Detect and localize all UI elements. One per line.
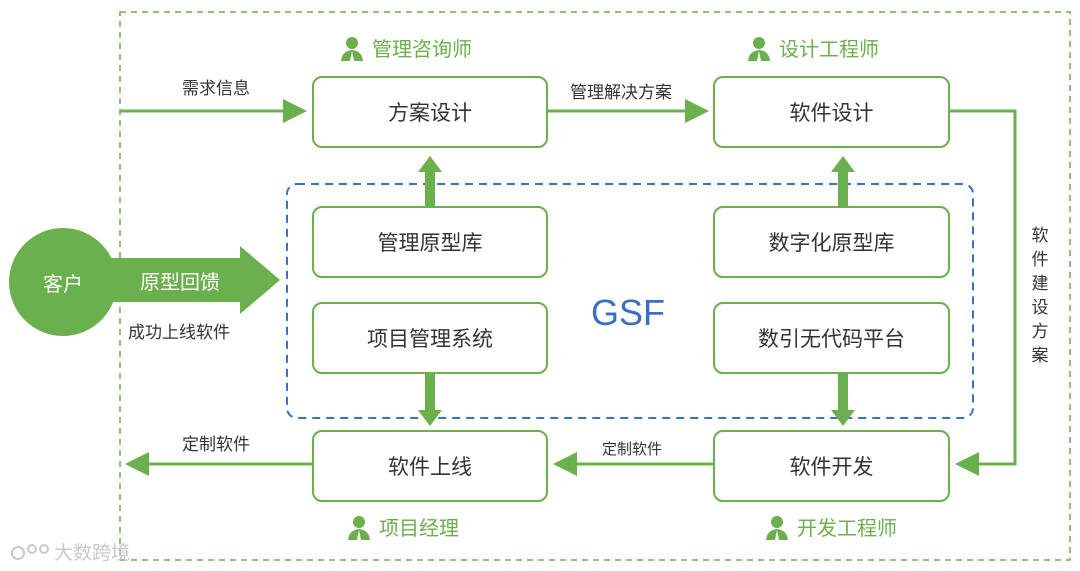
box-digital-prototype-lib: 数字化原型库 (713, 206, 950, 278)
box-software-design: 软件设计 (713, 76, 950, 148)
custom-software-bottom-label: 定制软件 (602, 440, 663, 458)
role-label: 开发工程师 (797, 516, 897, 540)
success-launch-label: 成功上线软件 (128, 323, 230, 343)
person-icon (341, 36, 363, 61)
role-label: 项目经理 (379, 516, 459, 540)
custom-software-left-label: 定制软件 (182, 435, 250, 455)
prototype-feedback-label: 原型回馈 (140, 270, 220, 294)
gsf-label: GSF (591, 292, 666, 333)
mgmt-solution-label: 管理解决方案 (570, 83, 672, 103)
role-project-manager: 项目经理 (345, 512, 459, 541)
person-icon (766, 515, 788, 540)
client-node: 客户 (9, 228, 117, 336)
box-mgmt-prototype-lib: 管理原型库 (312, 206, 548, 278)
box-nocode-platform: 数引无代码平台 (713, 302, 950, 374)
requirement-info-label: 需求信息 (182, 79, 250, 99)
feedback-arrow (110, 246, 280, 314)
role-label: 设计工程师 (779, 37, 879, 61)
watermark-text: 大数跨境 (54, 542, 131, 564)
person-icon (348, 515, 370, 540)
watermark: 大数跨境 (10, 538, 130, 565)
client-label: 客户 (43, 271, 83, 296)
box-software-launch: 软件上线 (312, 430, 548, 502)
software-build-plan-label: 软件建设方案 (1031, 226, 1049, 366)
role-mgmt-consultant: 管理咨询师 (338, 33, 472, 62)
box-scheme-design: 方案设计 (312, 76, 548, 148)
watermark-logo-icon (11, 543, 49, 560)
role-design-engineer: 设计工程师 (745, 33, 879, 62)
box-software-dev: 软件开发 (713, 430, 950, 502)
role-label: 管理咨询师 (372, 37, 472, 61)
box-project-mgmt-system: 项目管理系统 (312, 302, 548, 374)
person-icon (748, 36, 770, 61)
role-dev-engineer: 开发工程师 (763, 512, 897, 541)
gsf-frame (286, 183, 974, 419)
